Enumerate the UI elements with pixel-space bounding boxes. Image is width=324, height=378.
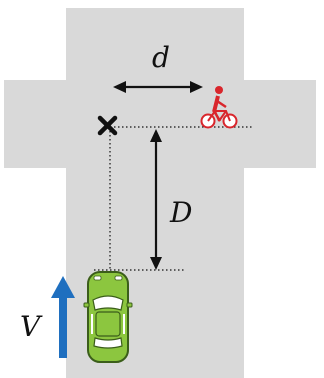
- cyclist-icon: [200, 86, 238, 129]
- velocity-arrow: [51, 276, 75, 358]
- distance-D-arrow: [150, 129, 162, 270]
- label-d: d: [152, 41, 170, 74]
- distance-d-arrow: [113, 81, 203, 93]
- label-D: D: [169, 196, 192, 229]
- road-intersection: [4, 8, 316, 378]
- car-icon: [83, 271, 133, 363]
- label-V: V: [20, 310, 43, 343]
- x-mark-icon: [97, 115, 118, 136]
